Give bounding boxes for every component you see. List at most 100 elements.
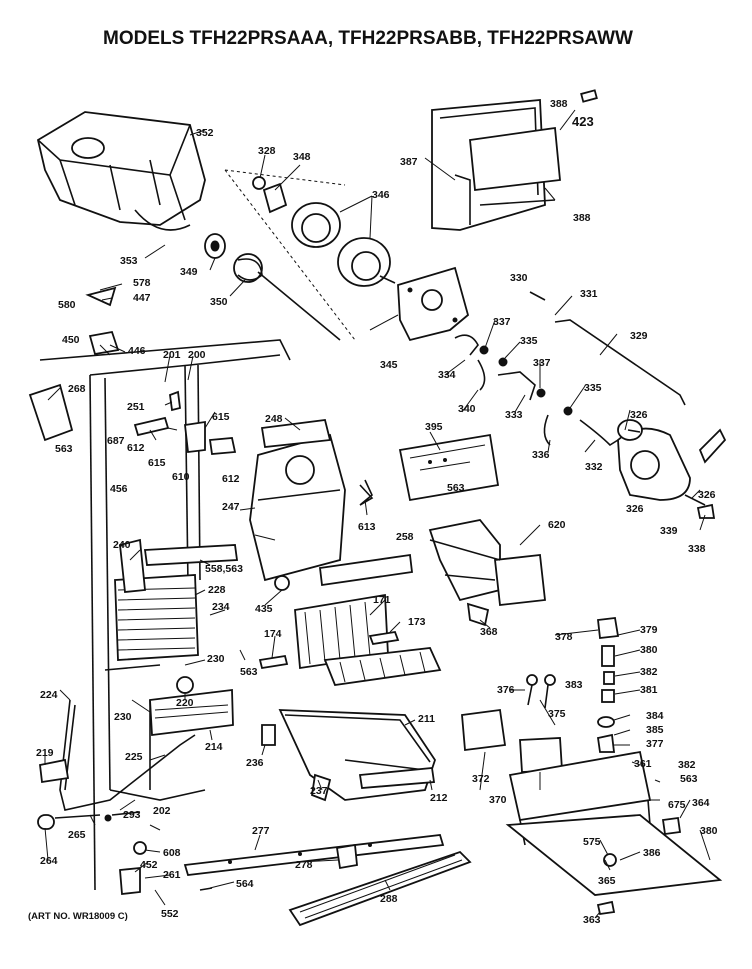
label-563-right: 563	[680, 773, 698, 785]
control-board-395	[398, 433, 500, 502]
label-174: 174	[264, 628, 282, 640]
label-612-right: 612	[222, 473, 240, 485]
label-580: 580	[58, 299, 76, 311]
basket-171	[258, 553, 442, 686]
motor-326	[617, 419, 727, 519]
label-230-upper: 230	[207, 653, 225, 665]
label-452: 452	[140, 859, 158, 871]
label-388-bottom: 388	[573, 212, 591, 224]
icemaker-620	[428, 519, 546, 627]
label-446: 446	[128, 345, 146, 357]
label-615-mid: 615	[148, 457, 166, 469]
label-288: 288	[380, 893, 398, 905]
label-326-right: 326	[698, 489, 716, 501]
label-336: 336	[532, 449, 550, 461]
part-labels: 352 328 348 346 388 423 387 388 353 349 …	[28, 98, 718, 926]
label-293: 293	[123, 809, 141, 821]
duct-housing-247	[249, 419, 374, 582]
label-578: 578	[133, 277, 151, 289]
label-338: 338	[688, 543, 706, 555]
label-251: 251	[127, 401, 145, 413]
label-335-top: 335	[520, 335, 538, 347]
leader-lines	[44, 109, 711, 919]
label-620: 620	[548, 519, 566, 531]
label-264: 264	[40, 855, 58, 867]
label-200: 200	[188, 349, 206, 361]
ice-bin-211	[261, 709, 436, 802]
lever-linkage	[454, 334, 619, 447]
label-575: 575	[583, 836, 601, 848]
label-615-top: 615	[212, 411, 230, 423]
label-326-motor: 326	[626, 503, 644, 515]
label-375: 375	[548, 708, 566, 720]
label-376: 376	[497, 684, 515, 696]
label-384: 384	[646, 710, 664, 722]
label-381: 381	[640, 684, 658, 696]
label-230-lower: 230	[114, 711, 132, 723]
label-364: 364	[692, 797, 710, 809]
label-450: 450	[62, 334, 80, 346]
label-261: 261	[163, 869, 181, 881]
label-220: 220	[176, 697, 194, 709]
label-610: 610	[172, 471, 190, 483]
evaporator-228	[104, 544, 239, 737]
label-377: 377	[646, 738, 664, 750]
label-340: 340	[458, 403, 476, 415]
label-211: 211	[418, 713, 435, 725]
rod-329	[529, 291, 686, 406]
label-332: 332	[585, 461, 603, 473]
label-337-mid: 337	[533, 357, 551, 369]
small-parts-left	[28, 286, 237, 593]
label-337-top: 337	[493, 316, 511, 328]
label-380-bottom: 380	[700, 825, 718, 837]
label-212: 212	[430, 792, 448, 804]
label-558-563: 558,563	[205, 563, 243, 575]
label-388-top: 388	[550, 98, 568, 110]
label-265: 265	[68, 829, 86, 841]
label-370: 370	[489, 794, 507, 806]
label-612-left: 612	[127, 442, 145, 454]
label-383: 383	[565, 679, 583, 691]
right-components	[461, 617, 723, 916]
label-334: 334	[438, 369, 456, 381]
label-563-board: 563	[447, 482, 465, 494]
label-378: 378	[555, 631, 573, 643]
art-number: (ART NO. WR18009 C)	[28, 911, 128, 922]
label-173: 173	[408, 616, 426, 628]
label-331: 331	[580, 288, 598, 300]
label-608: 608	[163, 847, 181, 859]
label-447: 447	[133, 292, 151, 304]
label-372: 372	[472, 773, 490, 785]
label-201: 201	[163, 349, 181, 361]
label-171: 171	[373, 594, 391, 606]
label-326-top: 326	[630, 409, 648, 421]
label-456: 456	[110, 483, 128, 495]
ice-bucket-352	[36, 111, 206, 231]
label-333: 333	[505, 409, 523, 421]
heater-tube-225	[37, 676, 196, 895]
label-363: 363	[583, 914, 601, 926]
label-435: 435	[255, 603, 273, 615]
label-368: 368	[480, 626, 498, 638]
label-240: 240	[113, 539, 131, 551]
bracket-345	[397, 266, 470, 342]
label-395: 395	[425, 421, 443, 433]
label-237: 237	[310, 785, 328, 797]
label-563-mid: 563	[240, 666, 258, 678]
label-202: 202	[153, 805, 171, 817]
label-328: 328	[258, 145, 276, 157]
label-382-top: 382	[640, 666, 658, 678]
label-365: 365	[598, 875, 616, 887]
label-339: 339	[660, 525, 678, 537]
label-361: 361	[634, 758, 652, 770]
label-346: 346	[372, 189, 390, 201]
label-214: 214	[205, 741, 223, 753]
label-687: 687	[107, 435, 125, 447]
label-552: 552	[161, 908, 179, 920]
label-228: 228	[208, 584, 226, 596]
label-335-mid: 335	[584, 382, 602, 394]
label-382-bottom: 382	[678, 759, 696, 771]
label-278: 278	[295, 859, 313, 871]
